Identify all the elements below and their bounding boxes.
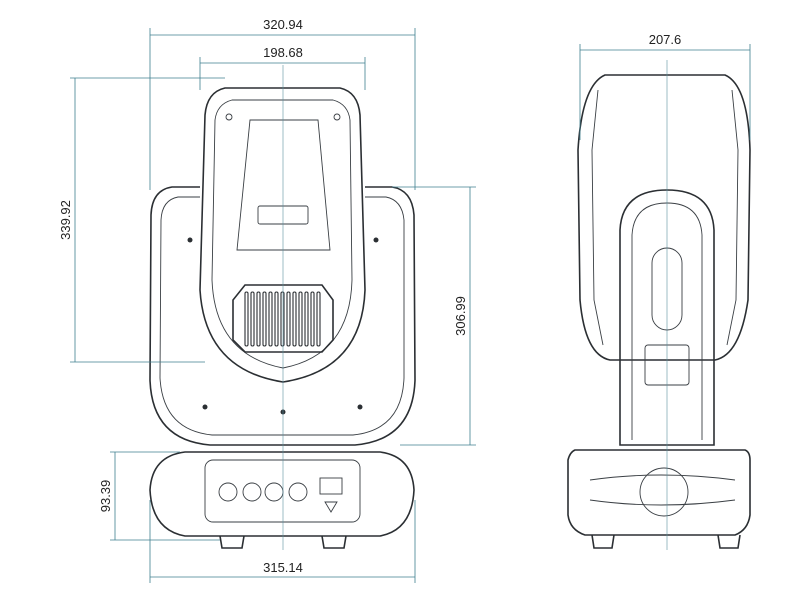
grill-slat <box>256 291 261 347</box>
side-head <box>577 74 751 361</box>
dim-yoke-height: 306.99 <box>453 296 468 336</box>
dimension-lines <box>70 28 751 583</box>
grill-slat <box>244 291 249 347</box>
grill-slat <box>298 291 303 347</box>
dim-base-width: 315.14 <box>263 560 303 575</box>
grill-slat <box>262 291 267 347</box>
front-yoke <box>149 186 416 446</box>
dim-total-height: 339.92 <box>58 200 73 240</box>
dim-side-width: 207.6 <box>649 32 682 47</box>
grill-slat <box>316 291 321 347</box>
front-view <box>149 87 416 549</box>
grill-slat <box>280 291 285 347</box>
grill-slat <box>292 291 297 347</box>
front-base <box>149 451 415 537</box>
dim-head-width: 198.68 <box>263 45 303 60</box>
grill-slat <box>310 291 315 347</box>
side-view <box>567 74 751 549</box>
dim-base-height: 93.39 <box>98 480 113 513</box>
front-grill <box>232 284 334 353</box>
grill-slat <box>274 291 279 347</box>
grill-slat <box>304 291 309 347</box>
side-base <box>567 449 751 536</box>
grill-slat <box>268 291 273 347</box>
grill-slat <box>286 291 291 347</box>
grill-slat <box>250 291 255 347</box>
front-head <box>199 87 366 383</box>
dim-front-total-width: 320.94 <box>263 17 303 32</box>
